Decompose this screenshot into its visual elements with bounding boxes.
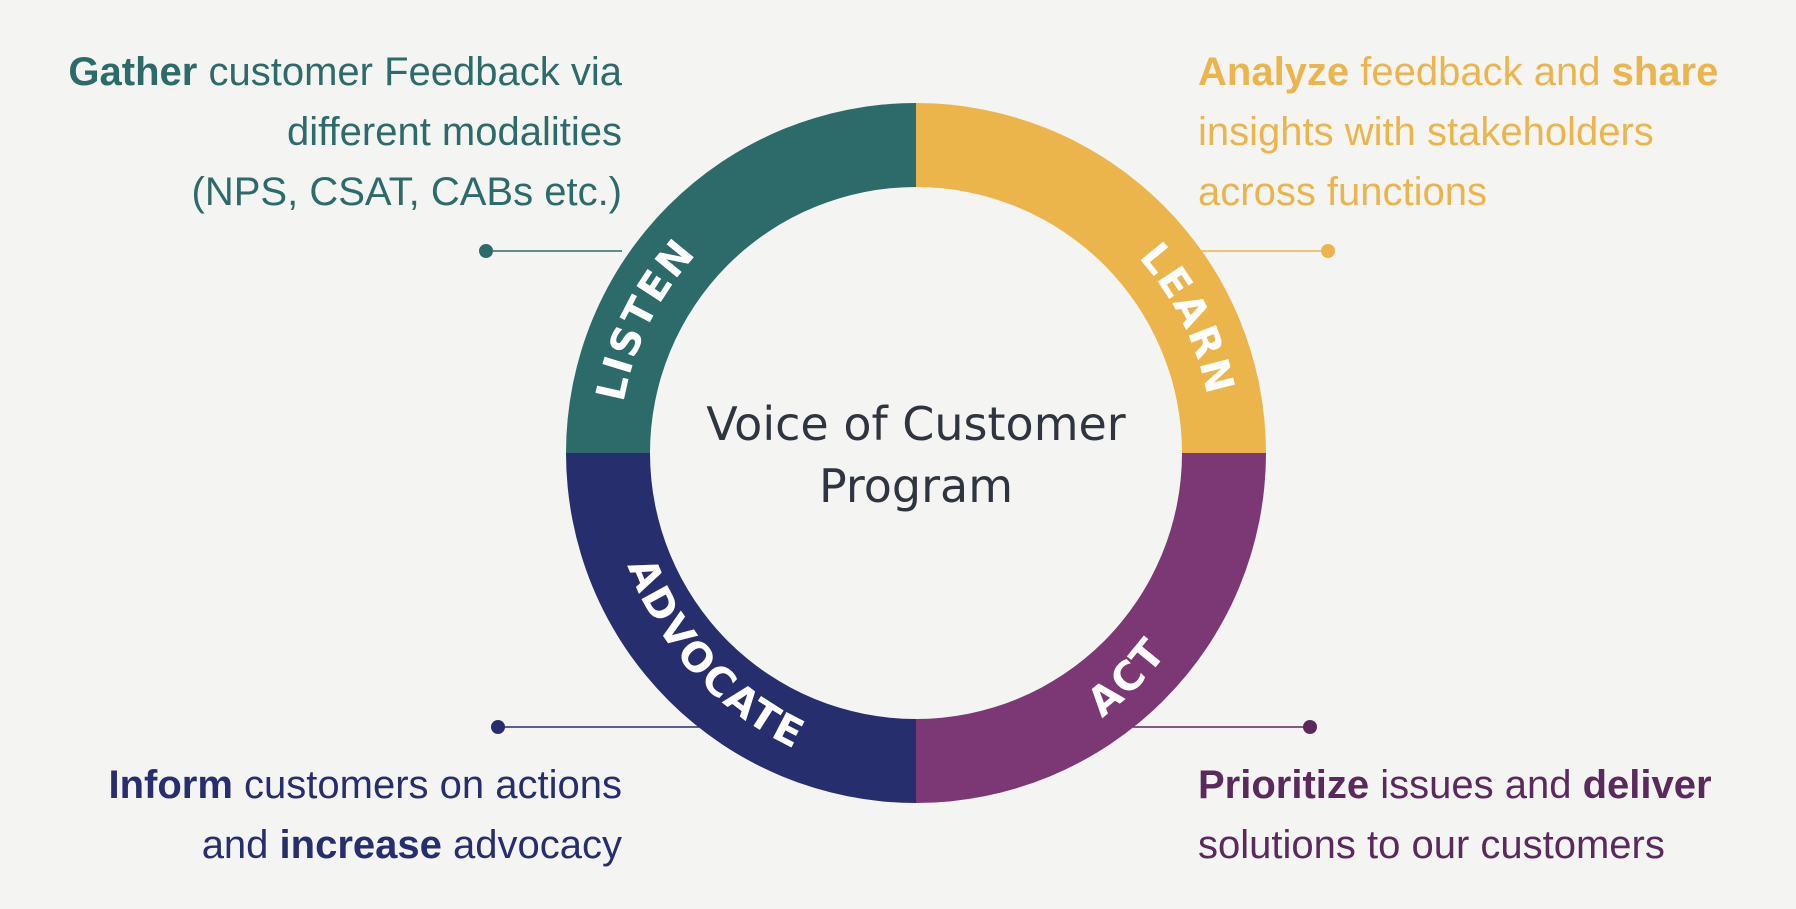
description-listen: Gather customer Feedback via different m… xyxy=(68,42,622,222)
connector-listen xyxy=(479,244,622,258)
ring-segment-advocate xyxy=(566,453,916,803)
description-act-line2: solutions to our customers xyxy=(1198,823,1665,867)
description-learn-keyword-2: share xyxy=(1611,50,1719,94)
connector-advocate xyxy=(491,720,716,734)
description-advocate-keyword-1: Inform xyxy=(108,763,233,807)
description-advocate-line2-text: advocacy xyxy=(441,823,622,867)
center-title-line1: Voice of Customer xyxy=(706,397,1126,451)
description-learn: Analyze feedback and share insights with… xyxy=(1198,42,1718,222)
description-advocate-line1-text: customers on actions xyxy=(232,763,622,807)
description-listen-line2: different modalities xyxy=(287,110,622,154)
description-listen-keyword: Gather xyxy=(68,50,198,94)
center-title-line2: Program xyxy=(819,459,1013,513)
description-listen-line1-text: customer Feedback via xyxy=(197,50,622,94)
description-act-keyword-1: Prioritize xyxy=(1198,763,1370,807)
connector-learn xyxy=(1190,244,1335,258)
ring-segment-act xyxy=(916,453,1266,803)
description-advocate-line1: Inform customers on actions xyxy=(109,755,623,815)
description-learn-line2: insights with stakeholders xyxy=(1198,110,1654,154)
description-listen-line3: (NPS, CSAT, CABs etc.) xyxy=(191,170,622,214)
description-learn-line3: across functions xyxy=(1198,170,1488,214)
connector-act xyxy=(1112,720,1317,734)
description-learn-line1: Analyze feedback and share xyxy=(1198,42,1718,102)
description-advocate: Inform customers on actions and increase… xyxy=(109,755,623,875)
description-act-line1: Prioritize issues and deliver xyxy=(1198,755,1712,815)
description-act: Prioritize issues and deliver solutions … xyxy=(1198,755,1712,875)
description-learn-line1-text: feedback and xyxy=(1349,50,1612,94)
description-listen-line1: Gather customer Feedback via xyxy=(68,42,622,102)
description-advocate-keyword-2: increase xyxy=(279,823,442,867)
description-act-keyword-2: deliver xyxy=(1582,763,1712,807)
description-advocate-line2-pre: and xyxy=(201,823,280,867)
description-advocate-line2: and increase advocacy xyxy=(109,815,622,875)
description-act-line1-text: issues and xyxy=(1369,763,1583,807)
description-learn-keyword-1: Analyze xyxy=(1198,50,1350,94)
ring-segment-listen xyxy=(566,103,916,453)
ring-segment-learn xyxy=(916,103,1266,453)
